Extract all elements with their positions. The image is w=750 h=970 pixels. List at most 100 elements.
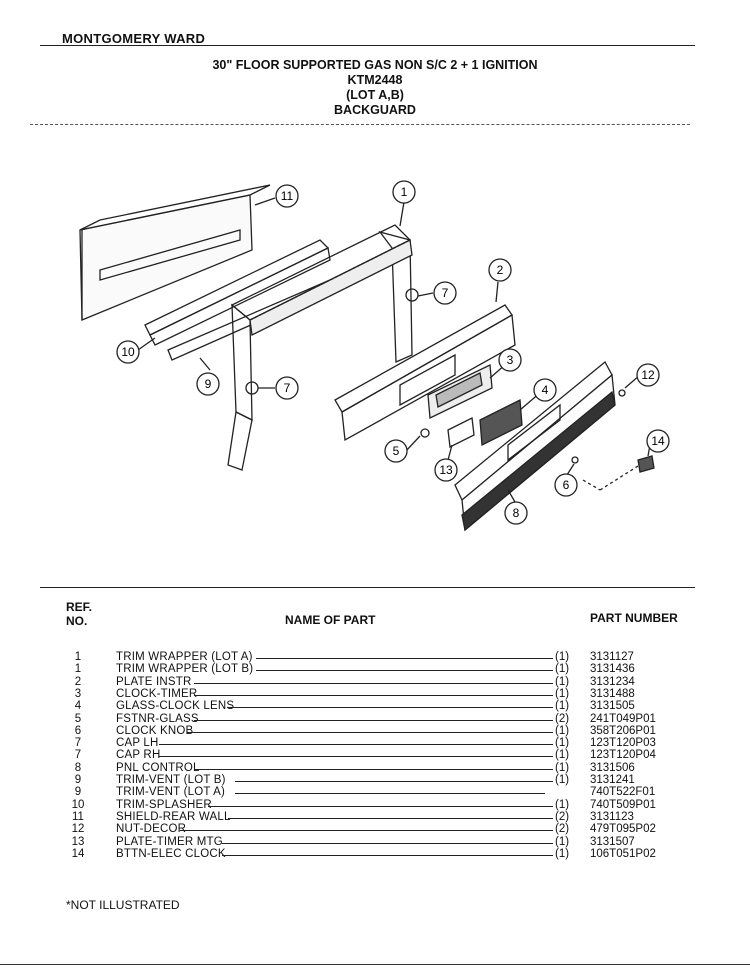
row-part-name: NUT-DECOR [116, 823, 187, 836]
svg-text:5: 5 [393, 444, 400, 458]
row-ref-no: 10 [71, 798, 85, 811]
row-ref-no: 11 [72, 810, 84, 823]
row-quantity: (1) [555, 835, 570, 848]
row-ref-no: 1 [74, 651, 82, 663]
row-part-name: TRIM-SPLASHER [116, 798, 212, 811]
row-part-number: 3131436 [590, 663, 635, 676]
table-row: 1 TRIM WRAPPER (LOT A) (1) 3131127 [0, 651, 750, 664]
row-part-number: 3131123 [590, 810, 634, 823]
row-part-name: TRIM-VENT (LOT A) [116, 786, 226, 799]
row-quantity: (1) [555, 700, 570, 713]
row-leader-line [228, 817, 553, 819]
title-line-1: 30" FLOOR SUPPORTED GAS NON S/C 2 + 1 IG… [212, 58, 538, 72]
svg-text:3: 3 [507, 353, 514, 367]
row-part-name: FSTNR-GLASS [116, 712, 199, 725]
row-part-number: 479T095P02 [590, 823, 656, 836]
col-header-part-number: PART NUMBER [590, 611, 678, 625]
callout-8: 8 [504, 501, 528, 525]
svg-text:6: 6 [563, 478, 570, 492]
row-leader-line [235, 793, 545, 795]
row-part-name: TRIM WRAPPER (LOT A) [116, 651, 253, 663]
row-quantity: (1) [555, 651, 570, 663]
table-top-rule [40, 587, 695, 588]
svg-text:8: 8 [513, 506, 520, 520]
row-ref-no: 12 [71, 823, 85, 836]
title-line-2: KTM2448 [347, 73, 403, 87]
row-leader-line [256, 658, 553, 659]
row-quantity: (2) [555, 810, 570, 823]
row-leader-line [228, 707, 553, 709]
row-ref-no: 14 [71, 847, 85, 860]
callout-7b: 7 [275, 376, 299, 400]
title-rule [30, 124, 690, 125]
part-trim-wrapper [227, 224, 413, 471]
row-part-number: 123T120P04 [590, 749, 656, 762]
row-ref-no: 9 [74, 774, 82, 786]
row-part-name: PNL CONTROL [116, 761, 200, 774]
row-part-number: 123T120P03 [590, 737, 656, 750]
row-leader-line [235, 781, 553, 782]
exploded-diagram: 11 1 7 2 10 9 7 3 4 12 5 13 6 14 8 [79, 180, 670, 532]
row-quantity: (1) [555, 774, 570, 786]
table-row: 9 TRIM-VENT (LOT A) 740T522F01 [0, 786, 750, 799]
row-ref-no: 4 [74, 700, 82, 713]
title-block: 30" FLOOR SUPPORTED GAS NON S/C 2 + 1 IG… [0, 58, 750, 118]
row-leader-line [159, 744, 553, 746]
row-ref-no: 7 [74, 749, 82, 762]
svg-text:10: 10 [121, 345, 135, 359]
row-leader-line [180, 830, 553, 832]
callout-7a: 7 [433, 281, 457, 305]
part-pnl-control [454, 360, 616, 532]
row-part-number: 3131127 [590, 651, 634, 663]
row-part-name: BTTN-ELEC CLOCK [116, 847, 226, 860]
row-ref-no: 7 [74, 737, 82, 750]
svg-text:2: 2 [497, 263, 504, 277]
row-part-number: 740T509P01 [590, 798, 656, 811]
svg-text:1: 1 [401, 185, 408, 199]
svg-text:14: 14 [651, 434, 665, 448]
row-ref-no: 13 [71, 835, 85, 848]
row-part-number: 3131506 [590, 761, 635, 774]
row-leader-line [256, 670, 553, 672]
table-row: 11 SHIELD-REAR WALL (2) 3131123 [0, 811, 750, 824]
row-part-number: 3131241 [590, 774, 635, 786]
row-quantity: (1) [555, 724, 570, 737]
svg-text:9: 9 [205, 377, 212, 391]
table-row: 14 BTTN-ELEC CLOCK (1) 106T051P02 [0, 848, 750, 861]
row-quantity: (1) [555, 847, 570, 860]
row-leader-line [193, 768, 553, 770]
callout-3: 3 [498, 348, 522, 372]
brand-name: MONTGOMERY WARD [62, 31, 206, 46]
row-part-name: TRIM WRAPPER (LOT B) [116, 663, 254, 676]
row-part-number: 106T051P02 [590, 847, 656, 860]
callout-13: 13 [434, 458, 458, 482]
callout-14: 14 [646, 429, 670, 453]
title-line-3: (LOT A,B) [346, 88, 404, 102]
col-header-ref-line2: NO. [66, 614, 88, 628]
footnote: *NOT ILLUSTRATED [66, 898, 180, 912]
svg-text:11: 11 [281, 189, 294, 203]
row-part-name: SHIELD-REAR WALL [116, 810, 231, 823]
row-leader-line [207, 805, 553, 807]
callout-1: 1 [392, 180, 416, 204]
callout-12: 12 [636, 363, 660, 387]
row-part-name: CLOCK KNOB [116, 724, 194, 737]
callout-5: 5 [384, 439, 408, 463]
row-leader-line [221, 854, 553, 856]
callout-2: 2 [488, 258, 512, 282]
part-plate-instr [334, 304, 516, 442]
callouts: 11 1 7 2 10 9 7 3 4 12 5 13 6 14 8 [116, 180, 670, 525]
row-quantity: (1) [555, 687, 570, 700]
row-part-number: 740T522F01 [590, 786, 656, 799]
row-leader-line [187, 731, 553, 733]
row-ref-no: 9 [74, 786, 82, 799]
